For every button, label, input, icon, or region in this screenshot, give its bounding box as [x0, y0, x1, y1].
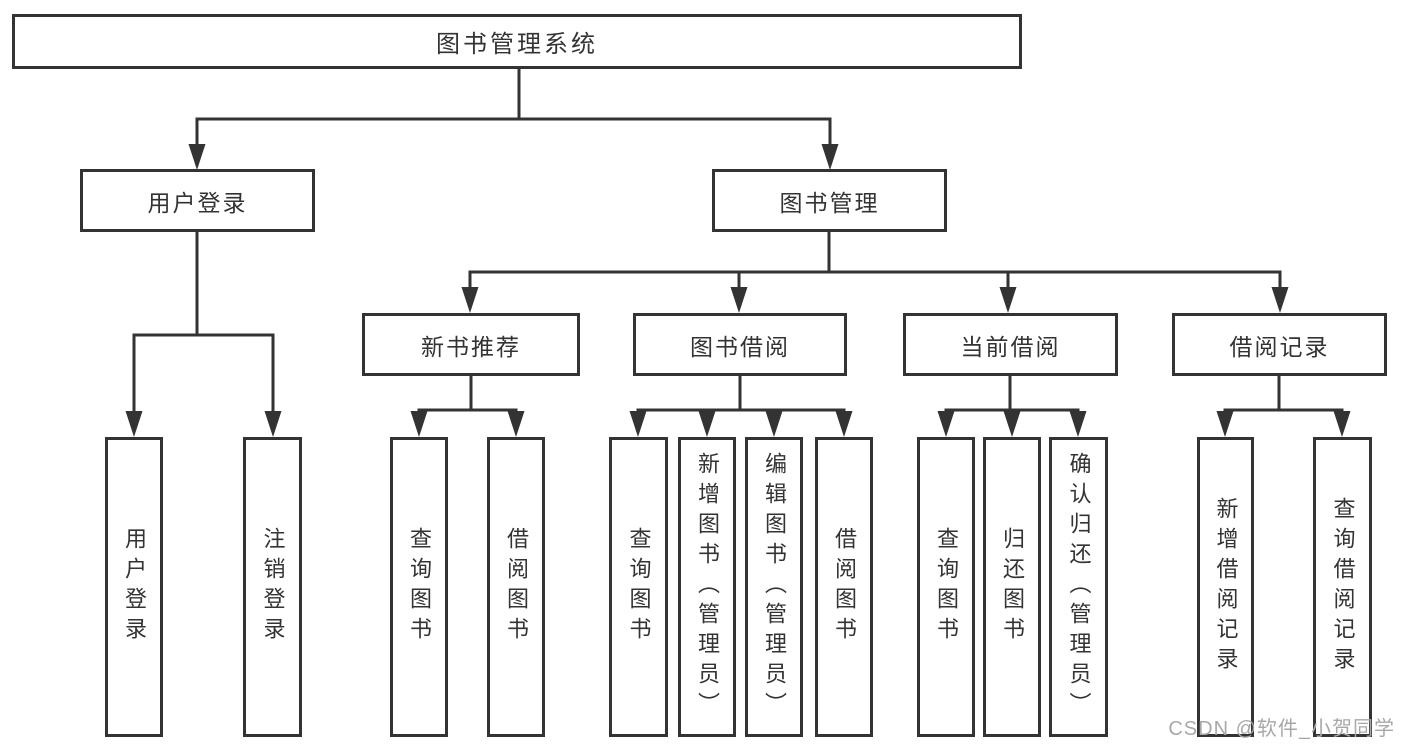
node-borrowing-records: 借阅记录: [1172, 313, 1387, 376]
connector: [468, 270, 1282, 288]
arrowhead-icon: [1069, 411, 1087, 437]
leaf-add-borrowing-record: 新增借阅记录: [1197, 437, 1254, 737]
connector: [1223, 408, 1344, 414]
node-book-management: 图书管理: [712, 169, 947, 232]
arrowhead-icon: [937, 411, 955, 437]
arrowhead-icon: [1216, 411, 1234, 437]
leaf-user-login: 用户登录: [105, 437, 163, 737]
arrowhead-icon: [461, 287, 479, 313]
arrowhead-icon: [698, 411, 716, 437]
arrowhead-icon: [1003, 411, 1021, 437]
connector: [195, 117, 832, 145]
leaf-edit-books-admin: 编辑图书（管理员）: [745, 437, 803, 737]
node-book-borrowing: 图书借阅: [633, 313, 847, 376]
leaf-query-books-recommendation: 查询图书: [390, 437, 448, 737]
leaf-borrow-books-recommendation: 借阅图书: [487, 437, 545, 737]
node-new-book-recommendation: 新书推荐: [362, 313, 580, 376]
connector: [636, 408, 846, 414]
node-current-borrowing: 当前借阅: [903, 313, 1118, 376]
arrowhead-icon: [1333, 411, 1351, 437]
arrowhead-icon: [999, 287, 1017, 313]
leaf-add-books-admin: 新增图书（管理员）: [678, 437, 736, 737]
arrowhead-icon: [821, 144, 839, 170]
leaf-query-books-borrowing: 查询图书: [609, 437, 668, 737]
arrowheads: [125, 144, 1351, 437]
arrowhead-icon: [507, 411, 525, 437]
leaf-query-borrowing-record: 查询借阅记录: [1313, 437, 1372, 737]
arrowhead-icon: [188, 144, 206, 170]
arrowhead-icon: [264, 411, 282, 437]
node-user-login: 用户登录: [80, 169, 315, 232]
leaf-borrow-books-borrowing: 借阅图书: [815, 437, 873, 737]
arrowhead-icon: [629, 411, 647, 437]
leaf-logout: 注销登录: [243, 437, 302, 737]
arrowhead-icon: [765, 411, 783, 437]
arrowhead-icon: [835, 411, 853, 437]
leaf-query-books-current: 查询图书: [917, 437, 975, 737]
arrowhead-icon: [125, 411, 143, 437]
connector: [132, 333, 275, 412]
node-library-management-system: 图书管理系统: [12, 14, 1022, 69]
arrowhead-icon: [410, 411, 428, 437]
connector: [417, 408, 518, 414]
leaf-return-books: 归还图书: [983, 437, 1041, 737]
arrowhead-icon: [1271, 287, 1289, 313]
arrowhead-icon: [730, 287, 748, 313]
leaf-confirm-return-admin: 确认归还（管理员）: [1049, 437, 1108, 737]
